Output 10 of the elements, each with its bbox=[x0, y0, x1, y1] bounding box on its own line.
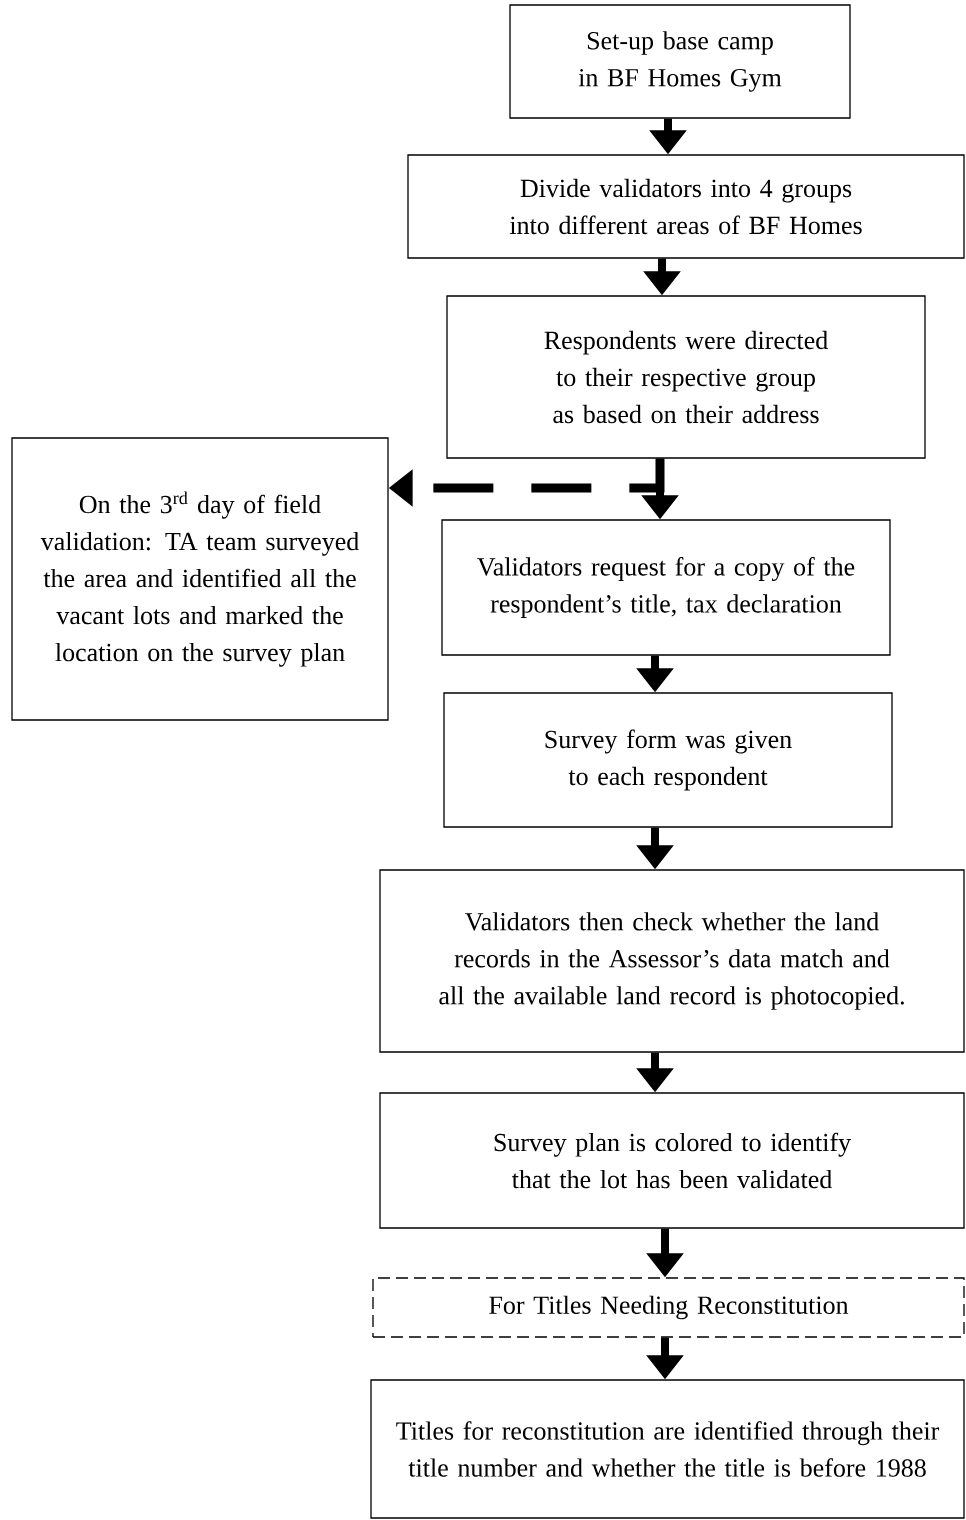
process-box: On the 3$^{rd}$ day of field validation: TA team surveyed the area and identified all the vacant lots and marked the location on the survey plan bbox=[11, 437, 389, 721]
process-box: Validators request for a copy of the respondent’s title, tax declaration bbox=[441, 519, 891, 656]
process-box: Validators then check whether the land records in the Assessor’s data match and all the available land record is photocopied. bbox=[379, 869, 965, 1053]
process-box: Set-up base camp in BF Homes Gym bbox=[509, 4, 851, 119]
process-box: Divide validators into 4 groups into different areas of BF Homes bbox=[407, 154, 965, 259]
process-box: Survey plan is colored to identify that the lot has been validated bbox=[379, 1092, 965, 1229]
process-box: Survey form was given to each respondent bbox=[443, 692, 893, 828]
process-box: Titles for reconstitution are identified through their title number and whether the title is before 1988 bbox=[370, 1379, 965, 1519]
process-box: Respondents were directed to their respective group as based on their address bbox=[446, 295, 926, 459]
dashed-box: For Titles Needing Reconstitution bbox=[372, 1277, 965, 1338]
